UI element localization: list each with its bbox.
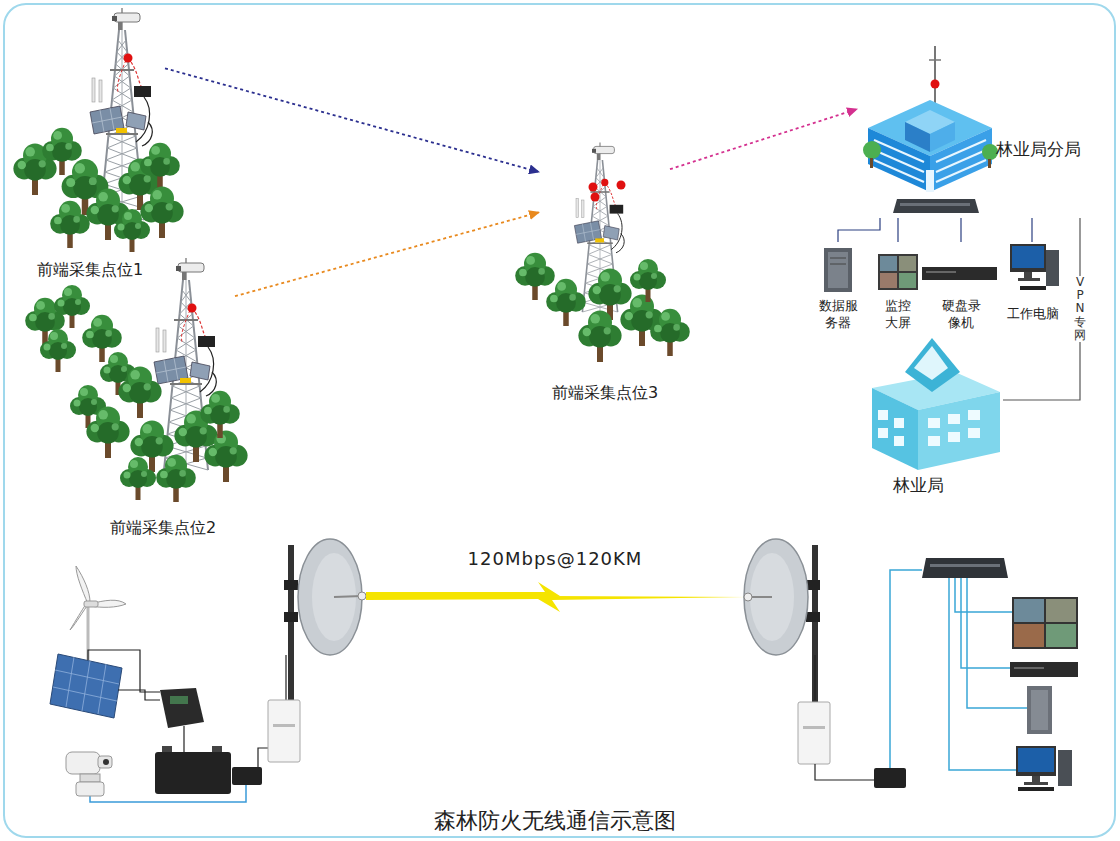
connector xyxy=(670,109,858,169)
node-label: 硬盘录 像机 xyxy=(939,298,983,332)
tower-site: 前端采集点位2 xyxy=(95,270,235,545)
connector xyxy=(838,218,880,242)
node-label: 数据服 务器 xyxy=(816,298,860,332)
device-icons xyxy=(824,244,1059,292)
computer-device: 工作电脑 xyxy=(1003,242,1063,334)
sub-bureau: 林业局分局 xyxy=(858,40,1100,218)
forest-trees xyxy=(13,128,689,502)
server-device: 数据服 务器 xyxy=(815,242,862,334)
connector xyxy=(897,218,898,242)
node-label: 前端采集点位1 xyxy=(37,260,143,281)
node-label: 工作电脑 xyxy=(1007,306,1059,323)
tower-site: 前端采集点位3 xyxy=(540,140,670,406)
tower-illustration xyxy=(90,8,626,470)
node-label: 监控 大屏 xyxy=(882,298,914,332)
diagram-caption: 森林防火无线通信示意图 xyxy=(434,808,676,834)
connector xyxy=(960,218,961,242)
tower-site: 前端采集点位1 xyxy=(15,22,165,283)
edge-label: VPN专网 xyxy=(1074,276,1086,342)
connector xyxy=(235,212,540,296)
connector xyxy=(165,68,540,172)
node-label: 前端采集点位3 xyxy=(552,383,658,404)
node-label: 前端采集点位2 xyxy=(110,518,216,539)
wireless-link xyxy=(366,582,745,612)
recorder-device: 硬盘录 像机 xyxy=(922,242,1000,334)
bureau-building xyxy=(872,338,1000,470)
field-equipment xyxy=(50,539,366,802)
link-rate-label: 120Mbps@120KM xyxy=(468,548,643,570)
sub-bureau-building xyxy=(863,46,998,213)
node-label: 林业局 xyxy=(893,474,944,496)
screen-device: 监控 大屏 xyxy=(875,242,921,334)
bureau: 林业局 xyxy=(866,330,1003,500)
connector xyxy=(1003,218,1080,400)
center-equipment xyxy=(744,539,1078,791)
connector xyxy=(1031,218,1032,242)
frame xyxy=(4,4,1115,837)
node-label: 林业局分局 xyxy=(996,138,1081,160)
